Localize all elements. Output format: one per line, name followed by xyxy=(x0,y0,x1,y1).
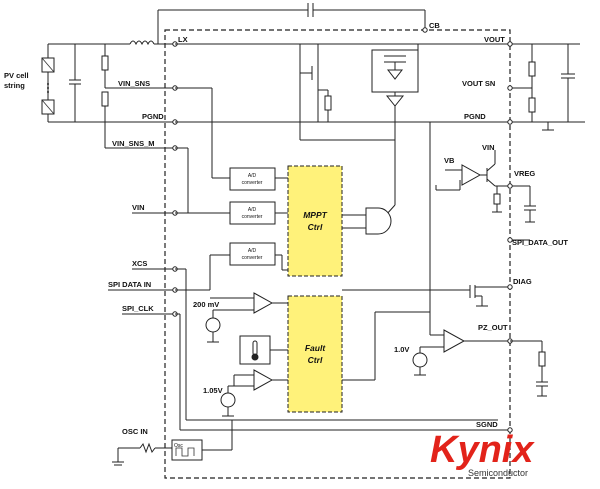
adc-3: A/D converter xyxy=(229,242,276,266)
pin-spi-clk-label: SPI_CLK xyxy=(122,304,154,313)
input-capacitors xyxy=(69,44,81,122)
pin-spi-data-in-label: SPI DATA IN xyxy=(108,280,151,289)
adc-1-line2: converter xyxy=(242,180,263,186)
ref-1v-label: 1.0V xyxy=(394,345,409,354)
pin-xcs-label: XCS xyxy=(132,259,147,268)
pin-cb-label: CB xyxy=(429,21,440,30)
vreg-regulator xyxy=(435,150,536,223)
pin-lx-label: LX xyxy=(178,35,188,44)
pin-sgnd-label: SGND xyxy=(476,420,498,429)
pin-pz-out-label: PZ_OUT xyxy=(478,323,508,332)
adc-1-line1: A/D xyxy=(248,173,257,179)
mppt-ctrl-block: MPPT Ctrl xyxy=(287,165,343,277)
adc-2: A/D converter xyxy=(229,201,276,225)
pin-vin-label: VIN xyxy=(132,203,145,212)
kynix-logo: Kynix xyxy=(430,429,535,471)
input-divider-resistors xyxy=(101,44,175,149)
and-gate xyxy=(365,207,392,235)
ic-boundary xyxy=(164,29,511,479)
inductor xyxy=(129,40,155,46)
mppt-label-line1: MPPT xyxy=(303,210,327,220)
temperature-sensor xyxy=(239,335,288,365)
osc-label: Osc xyxy=(174,443,183,449)
power-switch-high-side xyxy=(371,44,419,140)
pin-vout-sn-label: VOUT SN xyxy=(462,79,495,88)
pz-out-load xyxy=(510,340,548,397)
pin-vin-sns-label: VIN_SNS xyxy=(118,79,150,88)
pin-diag-label: DIAG xyxy=(513,277,532,286)
comparator-200mv xyxy=(205,292,288,343)
comparator-1v05 xyxy=(220,369,288,417)
vout-network xyxy=(300,43,585,131)
fault-label-line1: Fault xyxy=(305,343,326,353)
diag-transistor xyxy=(342,285,510,307)
mppt-label-line2: Ctrl xyxy=(308,222,323,232)
adc-3-line1: A/D xyxy=(248,248,257,254)
pin-vout-label: VOUT xyxy=(484,35,505,44)
ref-1v05-label: 1.05V xyxy=(203,386,223,395)
adc-1: A/D converter xyxy=(229,167,276,191)
vb-label: VB xyxy=(444,156,455,165)
pin-pgnd-left-label: PGND xyxy=(142,112,164,121)
ref-200mv-label: 200 mV xyxy=(193,300,219,309)
internal-wiring xyxy=(175,43,510,431)
fault-ctrl-block: Fault Ctrl xyxy=(287,295,343,413)
kynix-tagline: Semiconductor xyxy=(468,468,528,478)
bootstrap-capacitor xyxy=(157,3,426,44)
pv-label-line2: string xyxy=(4,81,25,90)
pz-out-comparator xyxy=(342,122,510,381)
adc-3-line2: converter xyxy=(242,255,263,261)
vreg-vin-label: VIN xyxy=(482,143,495,152)
pin-spi-data-out-label: SPI_DATA_OUT xyxy=(512,238,568,247)
adc-2-line1: A/D xyxy=(248,207,257,213)
pv-label-line1: PV cell xyxy=(4,71,29,80)
pin-vreg-label: VREG xyxy=(514,169,535,178)
pin-osc-in-label: OSC IN xyxy=(122,427,148,436)
oscillator-block xyxy=(171,420,233,461)
power-switch-low-side xyxy=(300,44,332,122)
pin-pgnd-right-label: PGND xyxy=(464,112,486,121)
pin-vin-sns-m-label: VIN_SNS_M xyxy=(112,139,155,148)
pv-cell-string xyxy=(41,44,55,122)
fault-label-line2: Ctrl xyxy=(308,355,323,365)
adc-2-line2: converter xyxy=(242,214,263,220)
